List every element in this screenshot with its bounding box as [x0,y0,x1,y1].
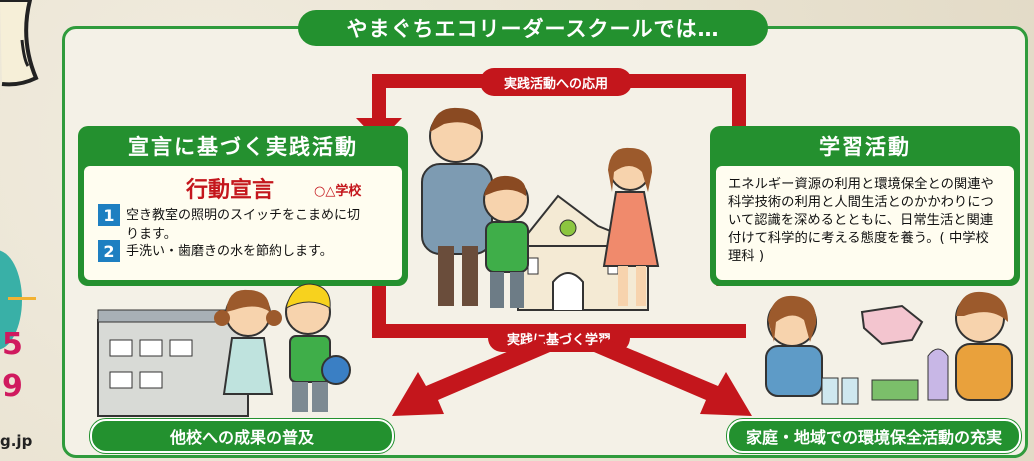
item-text: ります。 [126,227,177,242]
practice-panel: 宣言に基づく実践活動 行動宣言 ○△学校 1 空き教室の照明のスイッチをこまめに… [78,126,408,286]
cycle-line-left [372,74,386,118]
outcome-sharing-label: 他校への成果の普及 [90,419,394,453]
declaration-item: 1 空き教室の照明のスイッチをこまめに切 ります。 [98,204,360,242]
item-number: 2 [98,240,120,262]
left-number-1: 5 [2,327,23,362]
practice-panel-heading: 宣言に基づく実践活動 [128,135,358,159]
item-text: 手洗い・歯磨きの水を節約します。 [126,244,333,259]
page-title: やまぐちエコリーダースクールでは… [298,10,768,46]
school-name: ○△学校 [314,184,362,199]
left-number-2: 9 [2,369,23,404]
teal-circle-fragment [0,250,22,350]
url-fragment[interactable]: g.jp [0,432,33,450]
speech-bubble-fragment [0,0,39,87]
cycle-label-top: 実践活動への応用 [480,68,632,96]
family-illustration [421,107,660,311]
declaration-card: 行動宣言 ○△学校 1 空き教室の照明のスイッチをこまめに切 ります。 2 手洗… [84,166,402,280]
learning-description: エネルギー資源の利用と環境保全との関連や科学技術の利用と人間生活とのかかわりにつ… [716,166,1014,280]
community-activity-label: 家庭・地域での環境保全活動の充実 [727,419,1021,453]
arrow-to-left-bottom [392,338,550,416]
declaration-item: 2 手洗い・歯磨きの水を節約します。 [98,240,333,262]
yellow-line-fragment [8,297,36,300]
item-text: 空き教室の照明のスイッチをこまめに切 [126,208,361,223]
school-kids-illustration [97,283,351,417]
learning-panel: 学習活動 エネルギー資源の利用と環境保全との関連や科学技術の利用と人間生活とのか… [710,126,1020,286]
learning-panel-heading: 学習活動 [819,135,911,159]
declaration-title: 行動宣言 [186,178,275,203]
household-illustration [765,291,1013,405]
arrow-to-right-bottom [594,338,752,416]
item-number: 1 [98,204,120,226]
